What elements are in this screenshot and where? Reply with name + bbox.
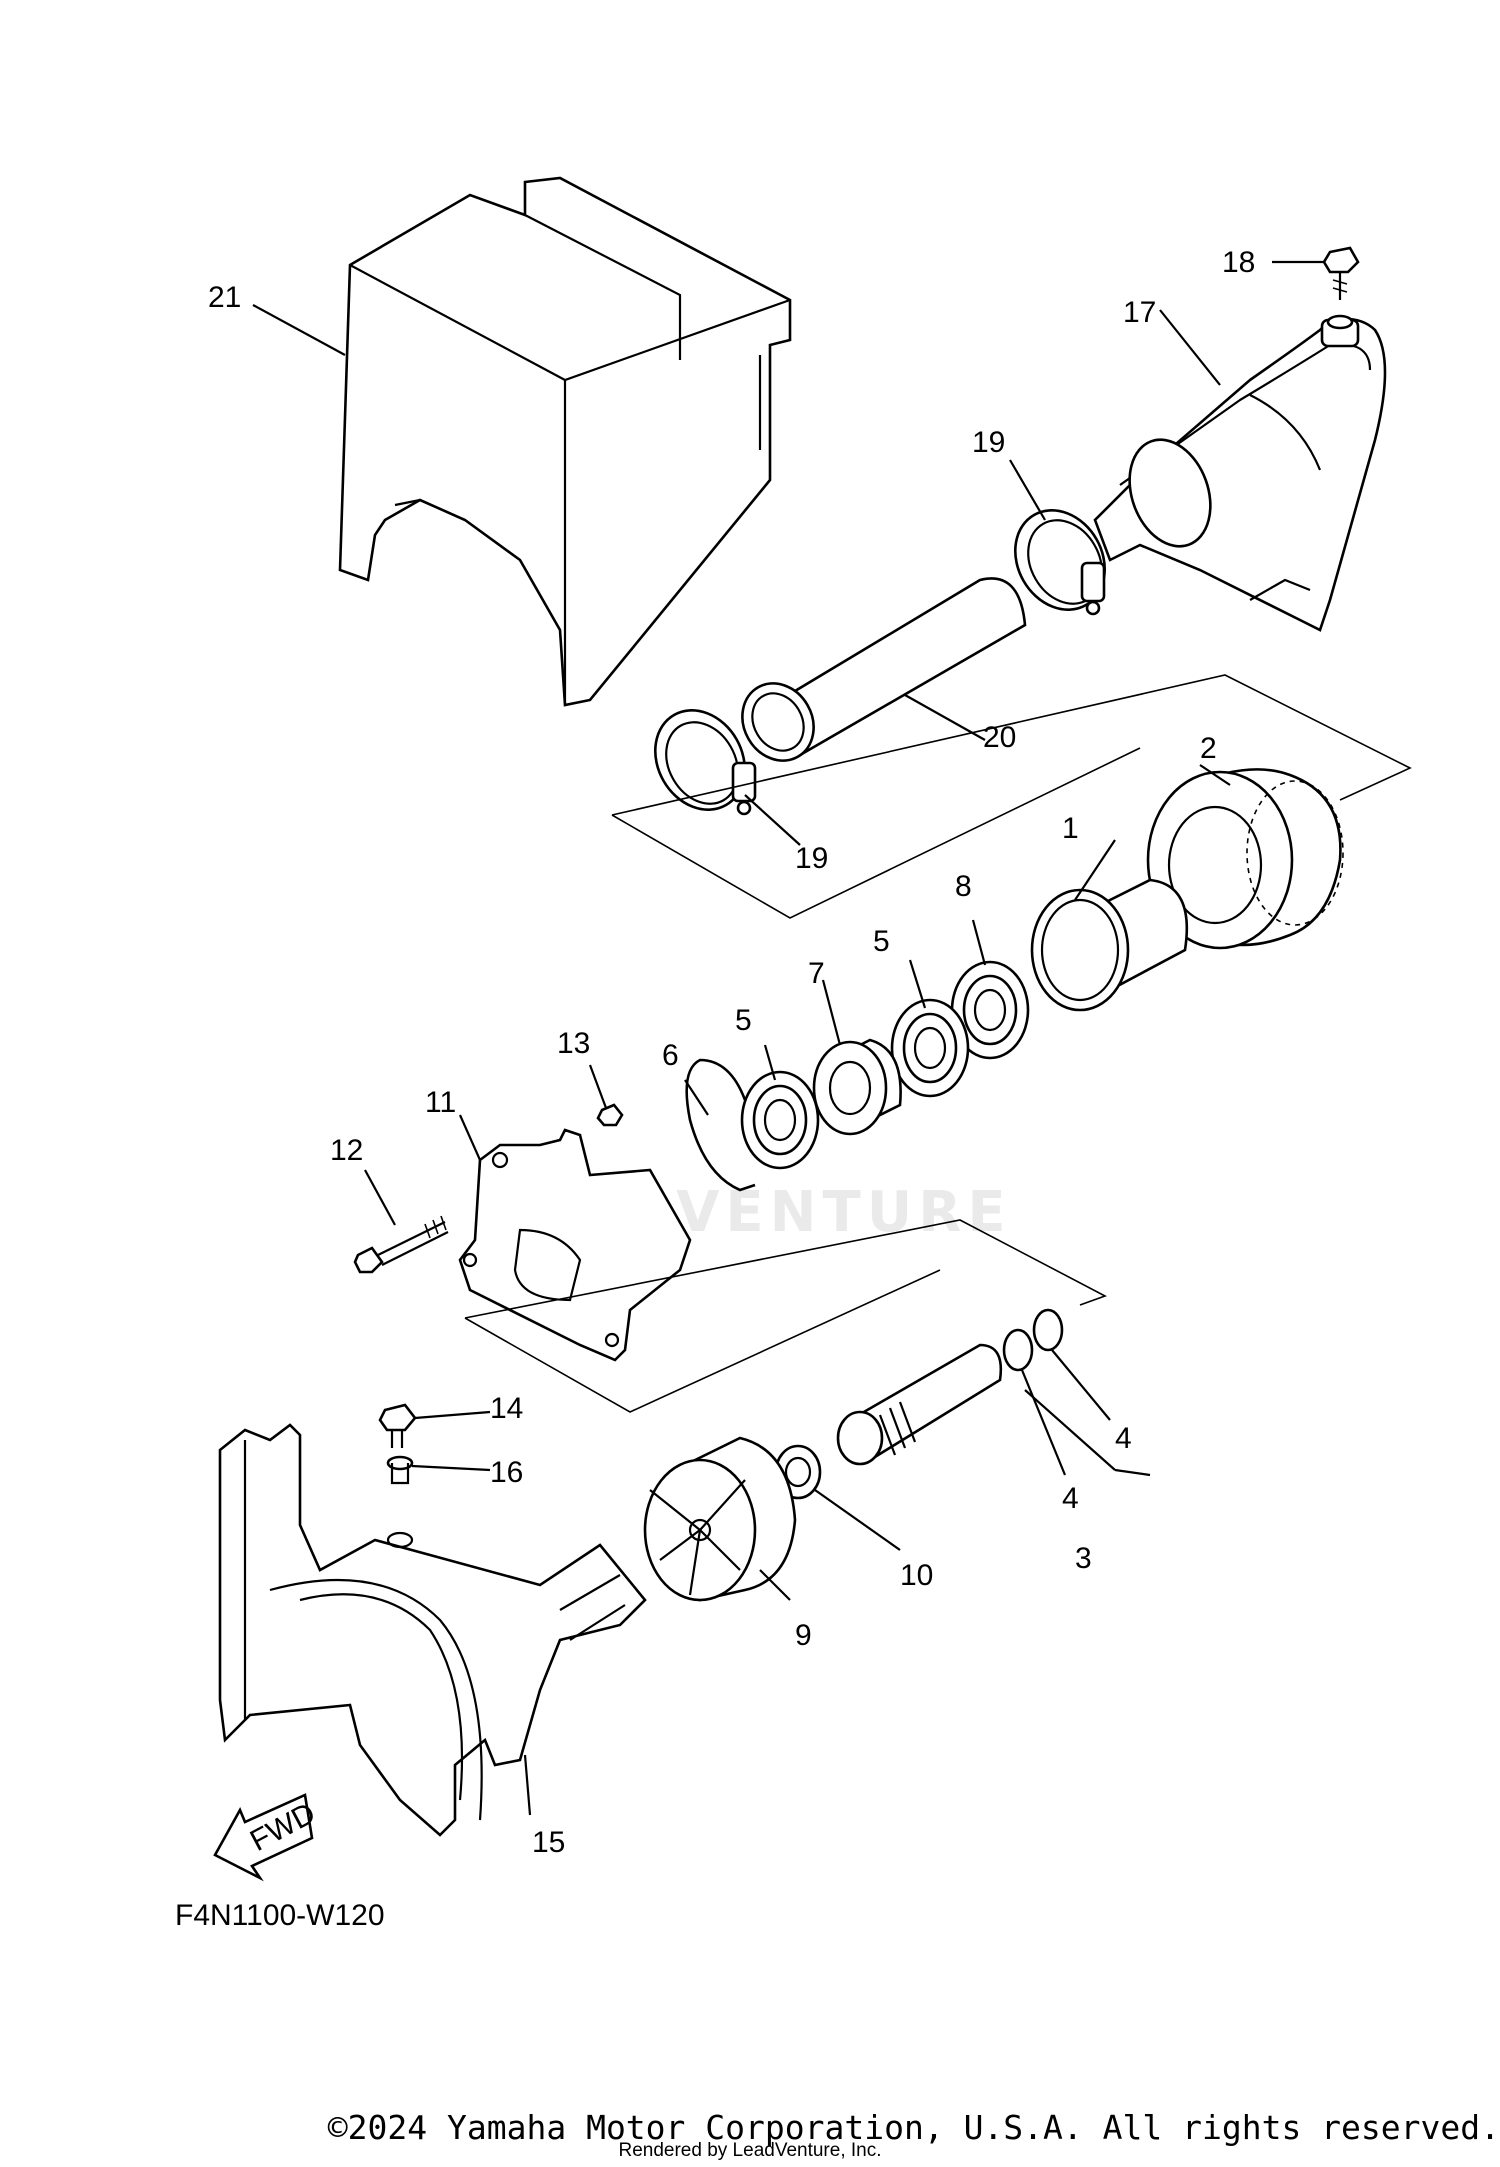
copyright-notice: ©2024 Yamaha Motor Corporation, U.S.A. A… [327, 2108, 1500, 2147]
part-3-shaft [836, 1343, 1003, 1466]
part-7-bearing [812, 1038, 902, 1136]
callout-part-11: 11 [425, 1086, 456, 1119]
part-5-upper-bearing [890, 998, 970, 1098]
part-19-upper-clamp [1013, 509, 1107, 616]
part-17-nozzle [1093, 314, 1387, 632]
part-5-lower-bearing [740, 1070, 820, 1170]
assembly-outline-upper [611, 674, 1412, 919]
callout-part-21: 21 [208, 281, 241, 314]
part-21-cover [338, 176, 792, 707]
callout-part-5a: 5 [873, 925, 890, 958]
callout-part-19b: 19 [795, 842, 828, 875]
part-9-impeller [643, 1436, 797, 1602]
part-14-bolt [378, 1403, 417, 1448]
callout-part-2: 2 [1200, 732, 1217, 765]
callout-part-16: 16 [490, 1456, 523, 1489]
callout-part-13: 13 [557, 1027, 590, 1060]
callout-part-5b: 5 [735, 1004, 752, 1037]
callout-part-1: 1 [1062, 812, 1079, 845]
callout-part-6: 6 [662, 1039, 679, 1072]
part-4-o-ring-a [1002, 1328, 1034, 1372]
rendered-by-notice: Rendered by LeadVenture, Inc. [618, 2140, 882, 2161]
callout-part-3: 3 [1075, 1542, 1092, 1575]
leader-lines [252, 260, 1325, 1816]
callout-part-9: 9 [795, 1619, 812, 1652]
callout-part-4b: 4 [1115, 1422, 1132, 1455]
callout-part-4a: 4 [1062, 1482, 1079, 1515]
part-15-duct [218, 1423, 647, 1837]
callout-part-8: 8 [955, 870, 972, 903]
part-6-circlip [685, 1058, 756, 1192]
part-19-lower-clamp [653, 709, 757, 816]
part-2-housing [1146, 768, 1344, 950]
part-18-bolt [1322, 246, 1360, 300]
figure-code: F4N1100-W120 [175, 1899, 385, 1932]
part-13-nut [596, 1103, 624, 1127]
callout-part-19a: 19 [972, 426, 1005, 459]
callout-part-20: 20 [983, 721, 1016, 754]
callout-part-18: 18 [1222, 246, 1255, 279]
callout-part-7: 7 [808, 957, 825, 990]
part-11-cover [458, 1128, 692, 1362]
callout-part-10: 10 [900, 1559, 933, 1592]
fwd-direction-arrow: FWD [213, 1793, 321, 1882]
part-4-o-ring-b [1032, 1308, 1064, 1352]
callout-part-15: 15 [532, 1826, 565, 1859]
assembly-outline-lower [464, 1219, 1107, 1413]
callout-part-12: 12 [330, 1134, 363, 1167]
part-20-hose [741, 577, 1027, 762]
part-16-collar [386, 1455, 414, 1485]
part-1-liner [1030, 878, 1189, 1012]
part-12-bolt [353, 1215, 449, 1274]
callout-part-17: 17 [1123, 296, 1156, 329]
callout-part-14: 14 [490, 1392, 523, 1425]
